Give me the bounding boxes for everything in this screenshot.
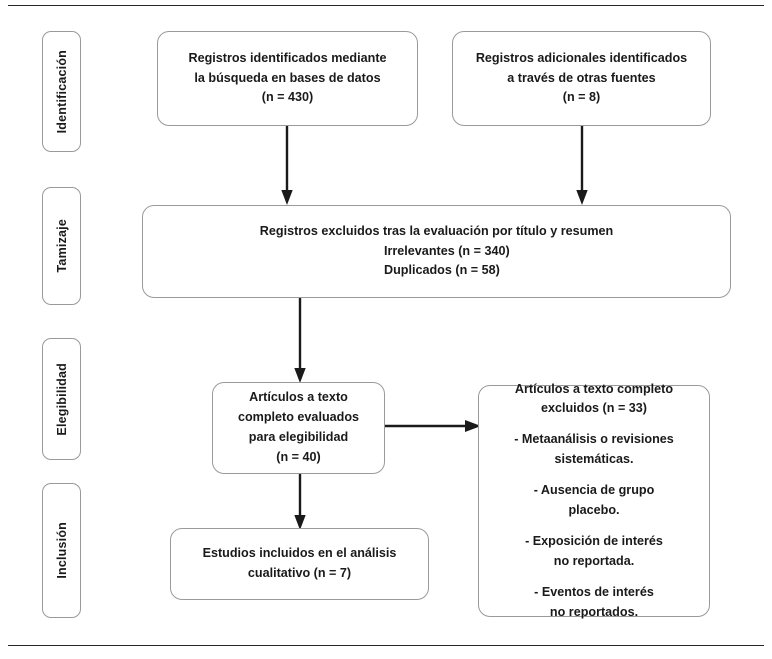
fulltext-excluded-reason-1-line2: sistemáticas. — [554, 452, 634, 467]
fulltext-assessed-count: (n = 40) — [276, 449, 321, 464]
records-identified-databases-line2: la búsqueda en bases de datos — [194, 70, 381, 85]
fulltext-excluded-reason-2-line2: placebo. — [568, 503, 620, 517]
fulltext-assessed-line3: para elegibilidad — [248, 430, 349, 444]
box-fulltext-excluded-reasons: Artículos a texto completo excluidos (n … — [478, 382, 710, 619]
records-excluded-duplicados: Duplicados (n = 58) — [384, 263, 500, 278]
arrow-eligibility-to-excluded — [385, 416, 481, 436]
fulltext-excluded-header-line2: excluidos (n = 33) — [540, 401, 648, 416]
stage-label-elegibilidad-text: Elegibilidad — [54, 362, 69, 436]
records-other-sources-count: (n = 8) — [562, 90, 601, 105]
stage-label-identificacion: Identificación — [42, 31, 81, 152]
records-excluded-screening-header: Registros excluidos tras la evaluación p… — [259, 223, 614, 238]
box-fulltext-assessed-eligibility: Artículos a texto completo evaluados par… — [212, 382, 385, 474]
fulltext-excluded-header-line1: Artículos a texto completo — [514, 381, 674, 396]
stage-label-elegibilidad: Elegibilidad — [42, 338, 81, 460]
stage-label-tamizaje: Tamizaje — [42, 187, 81, 305]
fulltext-excluded-reason-3-line2: no reportada. — [553, 553, 635, 568]
stage-label-tamizaje-text: Tamizaje — [54, 219, 69, 273]
box-records-identified-other-sources: Registros adicionales identificados a tr… — [452, 31, 711, 126]
bottom-divider-rule — [8, 645, 764, 646]
fulltext-assessed-line1: Artículos a texto — [249, 390, 348, 405]
fulltext-excluded-reason-3-line1: - Exposición de interés — [525, 533, 663, 548]
stage-label-identificacion-text: Identificación — [54, 49, 69, 134]
records-excluded-irrelevantes: Irrelevantes (n = 340) — [384, 243, 510, 258]
top-divider-rule — [8, 5, 764, 6]
fulltext-excluded-reason-1-line1: - Metaanálisis o revisiones — [514, 432, 674, 447]
box-records-identified-databases: Registros identificados mediante la búsq… — [157, 31, 418, 126]
records-identified-databases-line1: Registros identificados mediante — [188, 50, 387, 65]
records-other-sources-line1: Registros adicionales identificados — [475, 50, 688, 65]
arrow-eligibility-to-included — [290, 474, 310, 530]
stage-label-inclusion-text: Inclusión — [54, 522, 69, 579]
box-records-excluded-screening: Registros excluidos tras la evaluación p… — [142, 205, 731, 298]
box-studies-included-qualitative: Estudios incluidos en el análisis cualit… — [170, 528, 429, 600]
arrow-other-sources-to-screening — [572, 126, 592, 205]
arrow-databases-to-screening — [277, 126, 297, 205]
studies-included-line2: cualitativo (n = 7) — [247, 566, 352, 580]
fulltext-excluded-reason-4-line1: - Eventos de interés — [534, 584, 654, 599]
arrow-screening-to-eligibility — [290, 298, 310, 383]
fulltext-excluded-reason-2-line1: - Ausencia de grupo — [533, 483, 655, 498]
fulltext-assessed-line2: completo evaluados — [237, 410, 360, 425]
stage-label-inclusion: Inclusión — [42, 483, 81, 618]
studies-included-line1: Estudios incluidos en el análisis — [202, 546, 397, 561]
records-identified-databases-count: (n = 430) — [261, 90, 314, 105]
records-other-sources-line2: a través de otras fuentes — [507, 70, 656, 85]
fulltext-excluded-reason-4-line2: no reportados. — [549, 604, 639, 619]
